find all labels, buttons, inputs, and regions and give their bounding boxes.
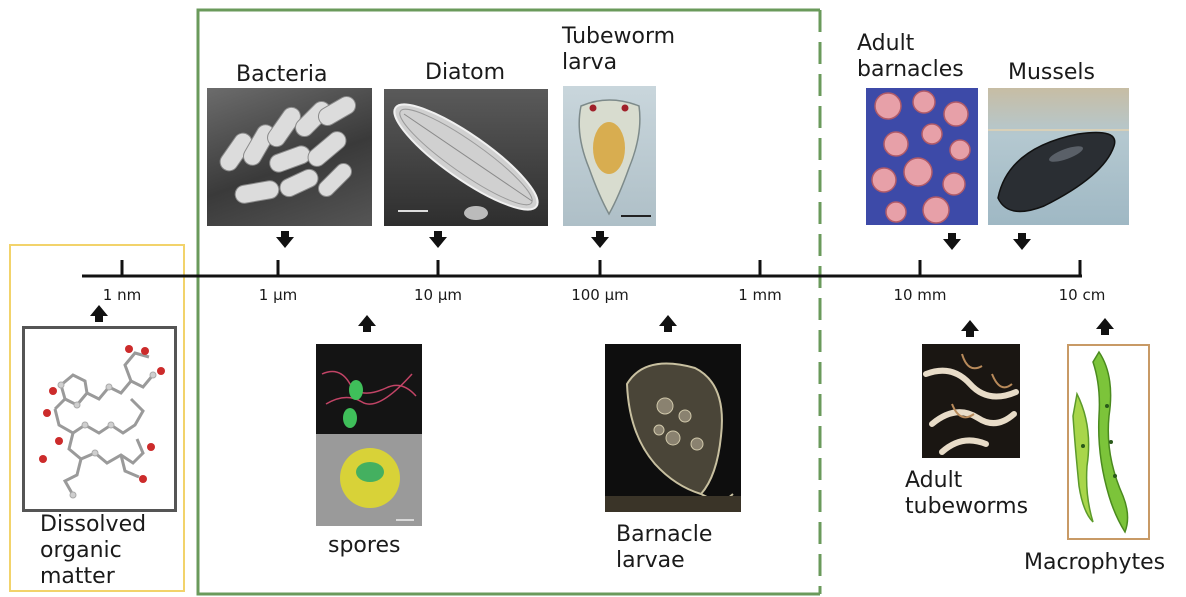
label-diatom: Diatom (425, 60, 505, 86)
dissolved-organic-matter-image (22, 326, 177, 512)
adult-barnacles-image (866, 88, 978, 225)
arrow-down-icon (429, 231, 447, 248)
label-tubeworm-larva: Tubeworm larva (562, 24, 675, 76)
arrow-up-icon (1096, 318, 1114, 335)
diatom-image (384, 89, 548, 226)
barnacle-larvae-image (605, 344, 741, 512)
arrow-down-icon (276, 231, 294, 248)
label-mussels: Mussels (1008, 60, 1095, 86)
mussels-image (988, 88, 1129, 225)
macrophytes-image (1067, 344, 1150, 540)
label-spores: spores (328, 533, 400, 559)
label-bacteria: Bacteria (236, 62, 327, 88)
bacteria-image (207, 88, 372, 226)
arrow-up-icon (659, 315, 677, 332)
arrow-down-icon (1013, 233, 1031, 250)
arrow-down-icon (943, 233, 961, 250)
label-macrophytes: Macrophytes (1024, 550, 1165, 576)
label-dissolved-organic-matter: Dissolved organic matter (40, 512, 146, 590)
label-barnacle-larvae: Barnacle larvae (616, 522, 712, 574)
adult-tubeworms-image (922, 344, 1020, 458)
arrow-down-icon (591, 231, 609, 248)
arrow-up-icon (358, 315, 376, 332)
arrow-up-icon (961, 320, 979, 337)
arrow-up-icon (90, 305, 108, 322)
label-adult-barnacles: Adult barnacles (857, 31, 964, 83)
label-adult-tubeworms: Adult tubeworms (905, 468, 1028, 520)
tubeworm-larva-image (563, 86, 656, 226)
spores-image (316, 344, 422, 526)
